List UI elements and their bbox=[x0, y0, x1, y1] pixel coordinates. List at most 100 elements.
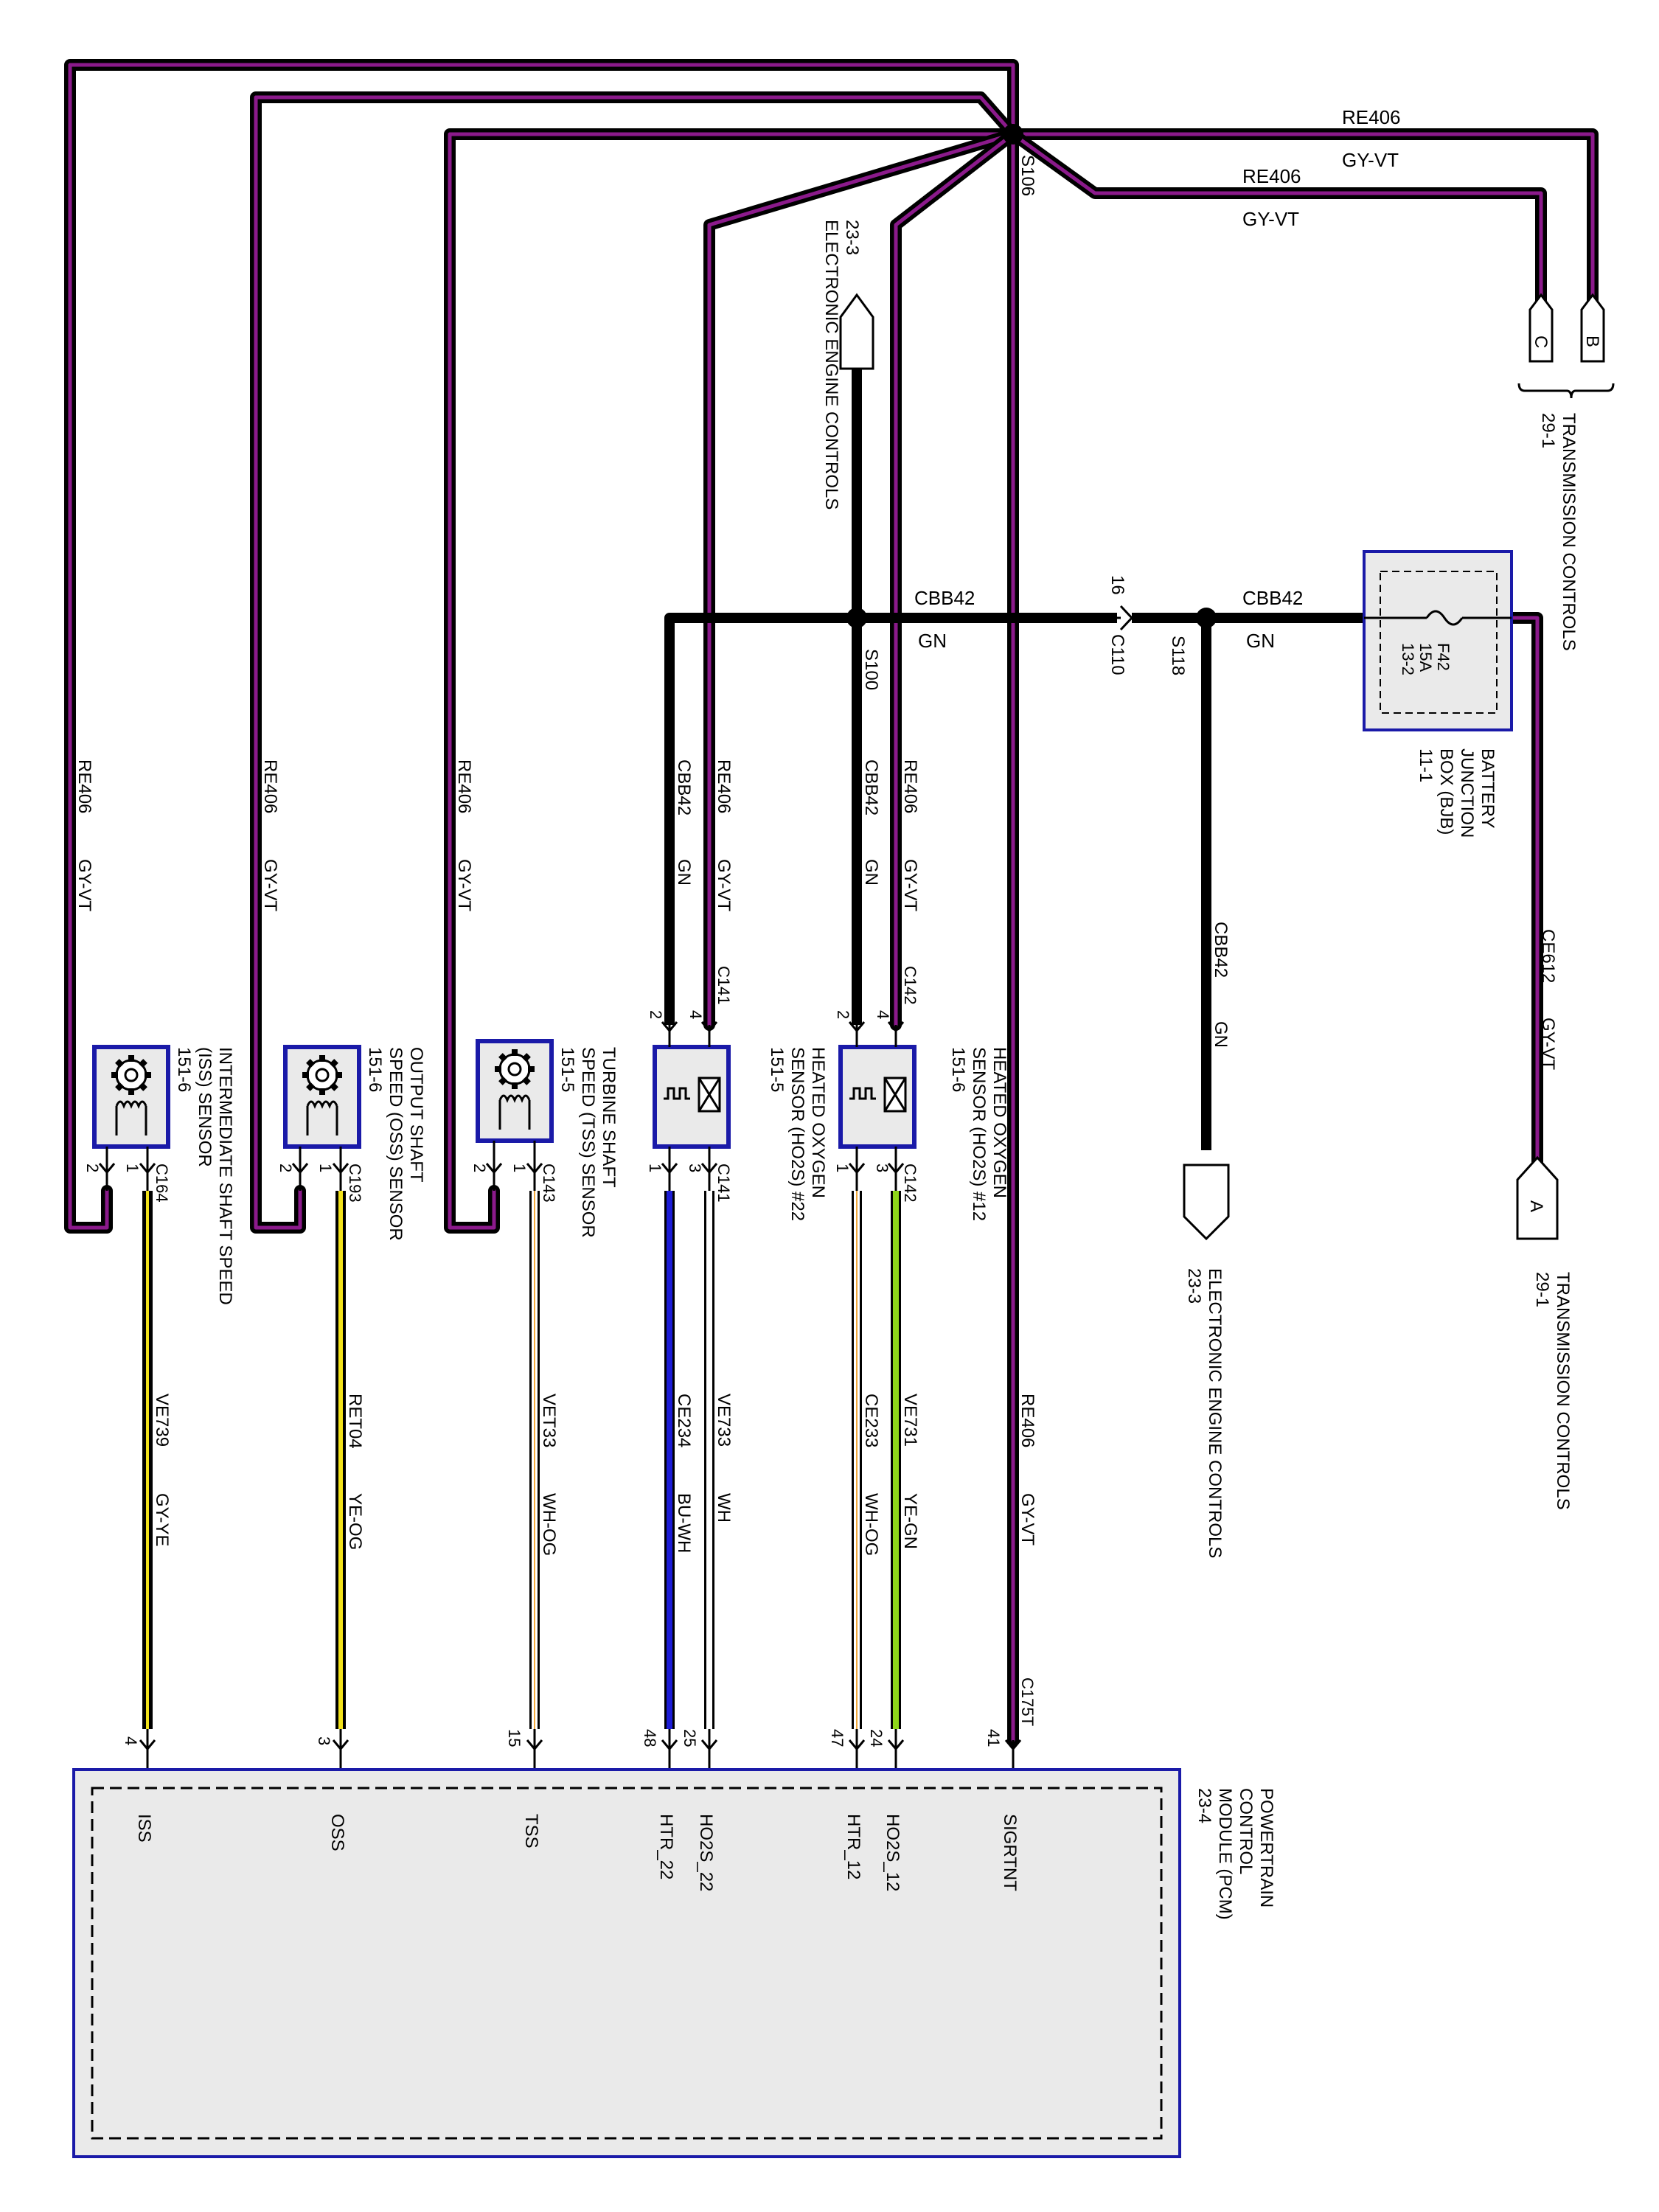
svg-text:1: 1 bbox=[833, 1164, 852, 1172]
svg-text:29-1: 29-1 bbox=[1532, 1272, 1552, 1307]
svg-text:JUNCTION: JUNCTION bbox=[1457, 748, 1477, 838]
svg-text:C143: C143 bbox=[540, 1164, 558, 1203]
pcm-pin-num: 15 bbox=[505, 1729, 524, 1747]
splice-s100 bbox=[846, 608, 867, 628]
svg-text:GY-VT: GY-VT bbox=[454, 859, 474, 911]
svg-text:4: 4 bbox=[874, 1010, 892, 1019]
svg-text:WH-OG: WH-OG bbox=[539, 1493, 559, 1556]
wire-label-gn-a: GN bbox=[918, 630, 947, 652]
svg-text:151-5: 151-5 bbox=[767, 1047, 787, 1092]
pcm-module: POWERTRAIN CONTROL MODULE (PCM) 23-4 bbox=[72, 1768, 1276, 2158]
signal-wires bbox=[142, 1191, 901, 1729]
splice-s118 bbox=[1196, 608, 1217, 628]
svg-text:TRANSMISSION CONTROLS: TRANSMISSION CONTROLS bbox=[1553, 1272, 1573, 1510]
splice-s106 bbox=[1003, 124, 1023, 145]
svg-text:YE-GN: YE-GN bbox=[900, 1493, 920, 1549]
svg-text:GY-VT: GY-VT bbox=[1018, 1493, 1037, 1545]
svg-text:BU-WH: BU-WH bbox=[674, 1493, 694, 1553]
svg-text:4: 4 bbox=[686, 1010, 705, 1019]
svg-text:GY-VT: GY-VT bbox=[74, 859, 94, 911]
svg-text:OUTPUT SHAFT: OUTPUT SHAFT bbox=[406, 1047, 426, 1183]
svg-text:1: 1 bbox=[510, 1164, 529, 1172]
svg-text:GY-VT: GY-VT bbox=[260, 859, 280, 911]
fuse-amps: 15A bbox=[1416, 643, 1435, 672]
svg-text:ELECTRONIC ENGINE CONTROLS: ELECTRONIC ENGINE CONTROLS bbox=[1205, 1268, 1225, 1558]
signal-wire-labels: VE739 GY-YE RET04 YE-OG VET33 WH-OG CE23… bbox=[152, 1394, 920, 1556]
wire-label-gn-s118: GN bbox=[1211, 1021, 1231, 1048]
pcm-pin-num: 4 bbox=[122, 1736, 140, 1745]
wire-label-gn-b: GN bbox=[1246, 630, 1275, 652]
splice-s100-label: S100 bbox=[861, 649, 881, 690]
pcm-pin-name: HO2S_22 bbox=[696, 1814, 716, 1891]
svg-text:2: 2 bbox=[83, 1164, 102, 1172]
svg-text:151-6: 151-6 bbox=[948, 1047, 968, 1092]
sensor-top-connectors: 2 4 C141 2 4 C142 bbox=[647, 966, 919, 1047]
svg-text:CONTROL: CONTROL bbox=[1236, 1788, 1256, 1874]
pcm-pin-labels: 4 ISS 3 OSS 15 TSS 48 HTR_22 25 HO2S_22 … bbox=[122, 1729, 1020, 1891]
pcm-pin-name: HTR_22 bbox=[656, 1814, 676, 1879]
svg-text:2: 2 bbox=[276, 1164, 295, 1172]
wire-label-gyvt-ce612: GY-VT bbox=[1538, 1018, 1558, 1070]
iss-sensor: INTERMEDIATE SHAFT SPEED (ISS) SENSOR 15… bbox=[92, 1045, 235, 1305]
svg-text:3: 3 bbox=[686, 1164, 704, 1172]
wire-label-re406-c: RE406 bbox=[1242, 165, 1301, 187]
oss-sensor: OUTPUT SHAFT SPEED (OSS) SENSOR 151-6 bbox=[283, 1045, 426, 1241]
wire-label-cbb42-b: CBB42 bbox=[1242, 587, 1303, 609]
pcm-pin-num: 25 bbox=[681, 1729, 699, 1747]
svg-text:CE234: CE234 bbox=[674, 1394, 694, 1447]
svg-text:23-3: 23-3 bbox=[1184, 1268, 1204, 1304]
svg-text:C141: C141 bbox=[714, 966, 733, 1005]
svg-text:2: 2 bbox=[470, 1164, 489, 1172]
pcm-pin-num: 3 bbox=[315, 1736, 333, 1745]
svg-text:WH: WH bbox=[714, 1493, 734, 1523]
sensor-bottom-connectors bbox=[98, 1141, 905, 1191]
svg-text:SPEED (TSS) SENSOR: SPEED (TSS) SENSOR bbox=[578, 1047, 598, 1238]
svg-text:RET04: RET04 bbox=[345, 1394, 365, 1449]
svg-text:RE406: RE406 bbox=[74, 759, 94, 813]
svg-text:GY-YE: GY-YE bbox=[152, 1493, 172, 1546]
eec-ref-bottom: 23-3 ELECTRONIC ENGINE CONTROLS bbox=[1183, 1164, 1230, 1558]
svg-text:2: 2 bbox=[834, 1010, 852, 1019]
svg-text:HEATED OXYGEN: HEATED OXYGEN bbox=[808, 1047, 828, 1198]
svg-text:C142: C142 bbox=[901, 1164, 919, 1203]
pcm-pin-name: ISS bbox=[134, 1814, 154, 1843]
svg-text:C110: C110 bbox=[1107, 634, 1127, 675]
tss-sensor: TURBINE SHAFT SPEED (TSS) SENSOR 151-5 bbox=[476, 1039, 619, 1238]
connector-c175t: C175T bbox=[1018, 1677, 1037, 1726]
svg-text:RE406: RE406 bbox=[454, 759, 474, 813]
svg-text:RE406: RE406 bbox=[900, 759, 920, 813]
svg-text:2: 2 bbox=[647, 1010, 665, 1019]
wire-label-gyvt-c: GY-VT bbox=[1242, 208, 1299, 230]
svg-text:RE406: RE406 bbox=[260, 759, 280, 813]
svg-text:TRANSMISSION CONTROLS: TRANSMISSION CONTROLS bbox=[1559, 413, 1579, 651]
fuse-location: 13-2 bbox=[1399, 643, 1417, 675]
ho2s-12-sensor: HEATED OXYGEN SENSOR (HO2S) #12 151-6 bbox=[838, 1045, 1009, 1221]
svg-text:A: A bbox=[1526, 1200, 1546, 1212]
svg-text:WH-OG: WH-OG bbox=[861, 1493, 881, 1556]
pcm-connector-forks bbox=[139, 1729, 1022, 1773]
svg-text:3: 3 bbox=[873, 1164, 891, 1172]
svg-text:C142: C142 bbox=[901, 966, 919, 1005]
svg-text:C164: C164 bbox=[153, 1164, 171, 1203]
wire-label-ce612: CE612 bbox=[1538, 929, 1558, 983]
svg-text:VET33: VET33 bbox=[539, 1394, 559, 1447]
svg-text:RE406: RE406 bbox=[1018, 1394, 1037, 1447]
svg-text:HEATED OXYGEN: HEATED OXYGEN bbox=[990, 1047, 1009, 1198]
pcm-pin-name: SIGRTNT bbox=[1000, 1814, 1020, 1891]
pcm-pin-num: 47 bbox=[828, 1729, 846, 1747]
splice-s106-label: S106 bbox=[1018, 155, 1037, 196]
transmission-controls-a: A TRANSMISSION CONTROLS 29-1 bbox=[1516, 1155, 1573, 1510]
svg-text:151-6: 151-6 bbox=[365, 1047, 385, 1092]
svg-text:151-6: 151-6 bbox=[174, 1047, 194, 1092]
svg-text:29-1: 29-1 bbox=[1538, 413, 1558, 448]
svg-text:B: B bbox=[1582, 335, 1602, 347]
svg-text:SENSOR (HO2S) #12: SENSOR (HO2S) #12 bbox=[969, 1047, 989, 1221]
svg-text:CE233: CE233 bbox=[861, 1394, 881, 1447]
svg-text:CBB42: CBB42 bbox=[674, 759, 694, 815]
svg-text:VE731: VE731 bbox=[900, 1394, 920, 1447]
svg-text:INTERMEDIATE SHAFT SPEED: INTERMEDIATE SHAFT SPEED bbox=[215, 1047, 235, 1305]
svg-text:23-3: 23-3 bbox=[842, 220, 862, 255]
pcm-pin-name: HO2S_12 bbox=[883, 1814, 902, 1891]
eec-ref-top: 23-3 ELECTRONIC ENGINE CONTROLS bbox=[821, 220, 874, 509]
